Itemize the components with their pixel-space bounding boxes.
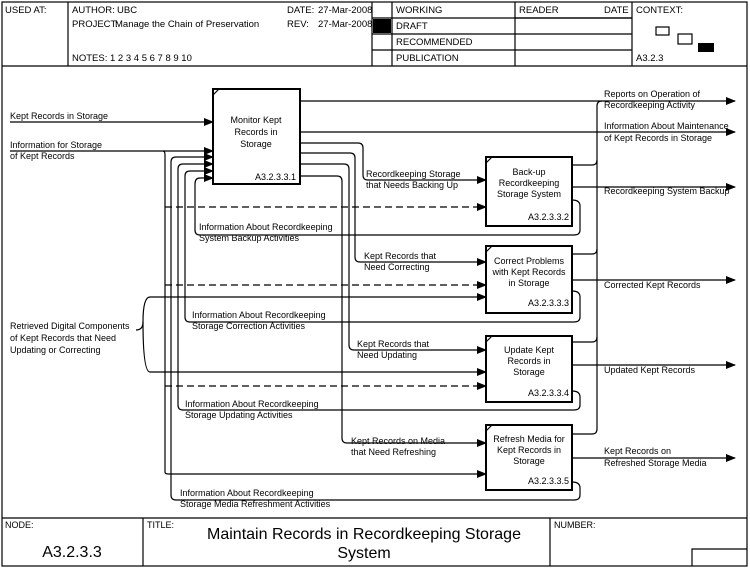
context-label: CONTEXT: [636, 5, 683, 16]
status-recommended: RECOMMENDED [396, 37, 473, 48]
label-need-refreshing: Kept Records on Media [351, 436, 445, 446]
number-label: NUMBER: [554, 520, 596, 530]
date-value: 27-Mar-2008 [318, 5, 372, 16]
box-node: A3.2.3.3.1 [255, 172, 296, 182]
label-need-correcting: Kept Records that [364, 251, 437, 261]
label-maintenance-2: of Kept Records in Storage [604, 133, 712, 143]
label-need-updating-2: Need Updating [357, 350, 417, 360]
status-working: WORKING [396, 5, 442, 16]
activity-box-5[interactable]: Refresh Media for Kept Records in Storag… [485, 424, 573, 491]
label-retrieved: Retrieved Digital Components [10, 321, 130, 331]
status-publication: PUBLICATION [396, 53, 459, 64]
arrow-retrieved-components [142, 293, 487, 323]
reader-date-label: DATE [604, 5, 629, 16]
arrow-info-branch [162, 150, 169, 475]
activity-box-4[interactable]: Update Kept Records in Storage A3.2.3.3.… [485, 335, 573, 403]
box-title: with Kept Records [491, 267, 566, 277]
label-correction-info: Information About Recordkeeping [192, 310, 326, 320]
label-retrieved-3: Updating or Correcting [10, 345, 101, 355]
label-needs-backing: Recordkeeping Storage [366, 169, 461, 179]
label-retrieved-2: of Kept Records that Need [10, 333, 116, 343]
node-value: A3.2.3.3 [42, 544, 102, 561]
label-need-updating: Kept Records that [357, 339, 430, 349]
label-reports-2: Recordkeeping Activity [604, 100, 696, 110]
date-label: DATE: [287, 5, 314, 16]
author-value: UBC [117, 5, 137, 16]
label-need-correcting-2: Need Correcting [364, 262, 430, 272]
box-title: Records in [507, 356, 550, 366]
box-title: Correct Problems [494, 256, 565, 266]
box-node: A3.2.3.3.2 [528, 212, 569, 222]
label-reports: Reports on Operation of [604, 89, 701, 99]
context-node: A3.2.3 [636, 53, 663, 64]
title-label: TITLE: [147, 520, 174, 530]
used-at-label: USED AT: [5, 5, 47, 16]
node-label: NODE: [5, 520, 34, 530]
label-kept-records-in-storage: Kept Records in Storage [10, 111, 108, 121]
box-title: Refresh Media for [493, 434, 565, 444]
activity-box-2[interactable]: Back-up Recordkeeping Storage System A3.… [485, 156, 573, 227]
label-refresh-info: Information About Recordkeeping [180, 488, 314, 498]
box-title: in Storage [508, 278, 549, 288]
label-refreshed: Kept Records on [604, 446, 671, 456]
box-node: A3.2.3.3.3 [528, 298, 569, 308]
diagram-title: Maintain Records in Recordkeeping Storag… [207, 526, 521, 543]
box-title: Kept Records in [497, 445, 561, 455]
label-refreshed-2: Refreshed Storage Media [604, 458, 707, 468]
box-node: A3.2.3.3.5 [528, 476, 569, 486]
label-needs-backing-2: that Needs Backing Up [366, 180, 458, 190]
status-draft: DRAFT [396, 21, 428, 32]
box-node: A3.2.3.3.4 [528, 388, 569, 398]
rev-value: 27-Mar-2008 [318, 19, 372, 30]
label-updating-info: Information About Recordkeeping [185, 399, 319, 409]
arrow-need-updating [300, 163, 487, 354]
arrow-labels: Kept Records in Storage Information for … [10, 89, 730, 509]
box-title: Storage System [497, 189, 561, 199]
author-label: AUTHOR: [72, 5, 115, 16]
diagram-title-2: System [337, 545, 390, 562]
box-title: Monitor Kept [230, 115, 282, 125]
notes: NOTES: 1 2 3 4 5 6 7 8 9 10 [72, 53, 192, 64]
label-backup-info: Information About Recordkeeping [199, 222, 333, 232]
label-correction-info-2: Storage Correction Activities [192, 321, 306, 331]
label-need-refreshing-2: that Need Refreshing [351, 447, 436, 457]
label-system-backup: Recordkeeping System Backup [604, 186, 730, 196]
arrow-refresh-info [170, 153, 581, 501]
arrow-need-correcting [300, 152, 487, 266]
label-info-for-storage: Information for Storage [10, 140, 102, 150]
project-value: Manage the Chain of Preservation [115, 19, 259, 30]
box-title: Back-up [512, 167, 545, 177]
context-map-icon [655, 26, 714, 52]
arrow-needs-backing [300, 142, 487, 184]
label-corrected: Corrected Kept Records [604, 280, 701, 290]
reader-label: READER [519, 5, 559, 16]
label-info-for-storage-2: of Kept Records [10, 151, 75, 161]
box-title: Update Kept [504, 345, 555, 355]
label-updated: Updated Kept Records [604, 365, 696, 375]
draft-selected-marker [373, 19, 391, 33]
header-block: USED AT: AUTHOR: UBC PROJECT: Manage the… [2, 2, 747, 67]
arrow-need-refreshing [300, 175, 487, 447]
box-title: Storage [513, 367, 545, 377]
box-title: Records in [234, 127, 277, 137]
label-updating-info-2: Storage Updating Activities [185, 410, 293, 420]
rev-label: REV: [287, 19, 309, 30]
label-refresh-info-2: Storage Media Refreshment Activities [180, 499, 331, 509]
activity-box-3[interactable]: Correct Problems with Kept Records in St… [485, 245, 573, 314]
arrows [10, 97, 736, 501]
footer-block: NODE: A3.2.3.3 TITLE: Maintain Records i… [2, 517, 747, 566]
arrow-updating-info [177, 160, 581, 411]
box-title: Storage [513, 456, 545, 466]
activity-box-1[interactable]: Monitor Kept Records in Storage A3.2.3.3… [212, 88, 301, 185]
box-title: Storage [240, 139, 272, 149]
project-label: PROJECT: [72, 19, 118, 30]
box-title: Recordkeeping [499, 178, 560, 188]
arrow-correction-info [184, 167, 581, 323]
label-maintenance: Information About Maintenance [604, 121, 729, 131]
label-backup-info-2: System Backup Activities [199, 233, 300, 243]
arrow-backup-info [194, 174, 581, 236]
